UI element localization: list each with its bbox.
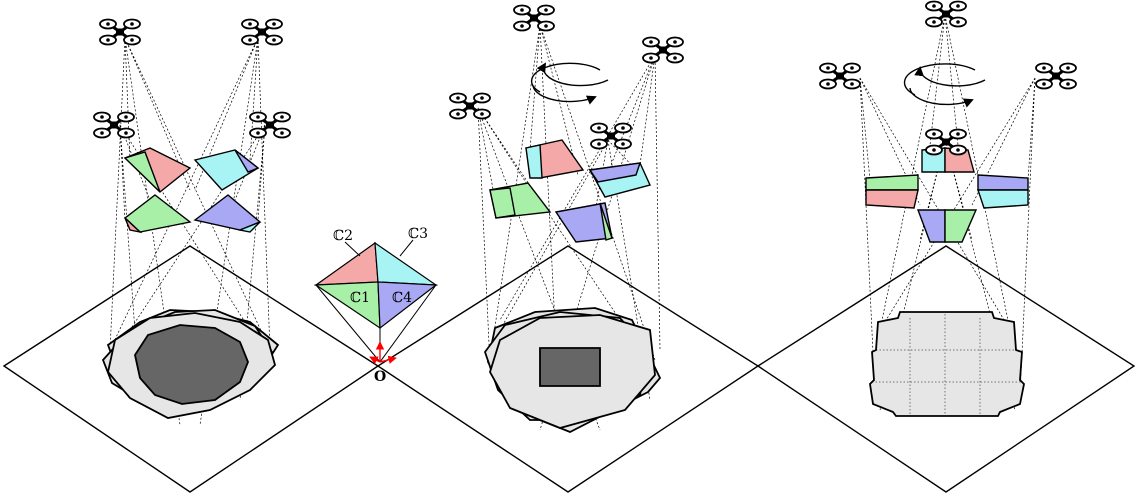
quadcopter-icon — [98, 18, 142, 46]
quadcopter-icon — [92, 111, 136, 139]
origin-label: O — [374, 369, 386, 385]
camera-faces-middle — [489, 139, 651, 243]
projection-lines-right — [859, 14, 1036, 411]
footprint-layers-right — [869, 311, 1025, 417]
scene-middle — [448, 4, 685, 433]
quadcopter-icon — [248, 111, 292, 139]
scene-right — [818, 0, 1078, 417]
footprint-layers-left — [101, 309, 280, 419]
projection-lines-left — [109, 37, 271, 426]
label-c4: ℂ4 — [392, 290, 412, 306]
quadcopter-icon — [1034, 62, 1078, 90]
drones-right — [818, 0, 1078, 156]
quadcopter-icon — [589, 122, 633, 150]
quadcopter-icon — [818, 62, 862, 90]
quadcopter-icon — [512, 4, 556, 32]
ground-planes — [2, 245, 1136, 493]
quadcopter-icon — [240, 18, 284, 46]
camera-faces-right — [865, 147, 1029, 243]
quadcopter-icon — [924, 0, 968, 28]
legend-pyramid: ℂ2 ℂ3 ℂ1 ℂ4 O — [313, 226, 439, 385]
circular-arrows-icon — [903, 63, 986, 108]
ground-plane-right — [756, 245, 1136, 493]
footprint-grid-right — [872, 314, 1022, 416]
coverage-intersection-middle — [539, 347, 601, 387]
quadcopter-icon — [448, 92, 492, 120]
label-c1: ℂ1 — [350, 290, 370, 306]
quadcopter-icon — [641, 36, 685, 64]
label-c2: ℂ2 — [333, 228, 353, 244]
label-c3: ℂ3 — [408, 226, 428, 242]
scene-left — [92, 18, 292, 426]
coverage-intersection-left — [134, 324, 249, 405]
circular-arrows-icon — [530, 62, 609, 105]
footprint-layers-middle — [483, 307, 662, 433]
camera-faces-left — [123, 147, 262, 234]
